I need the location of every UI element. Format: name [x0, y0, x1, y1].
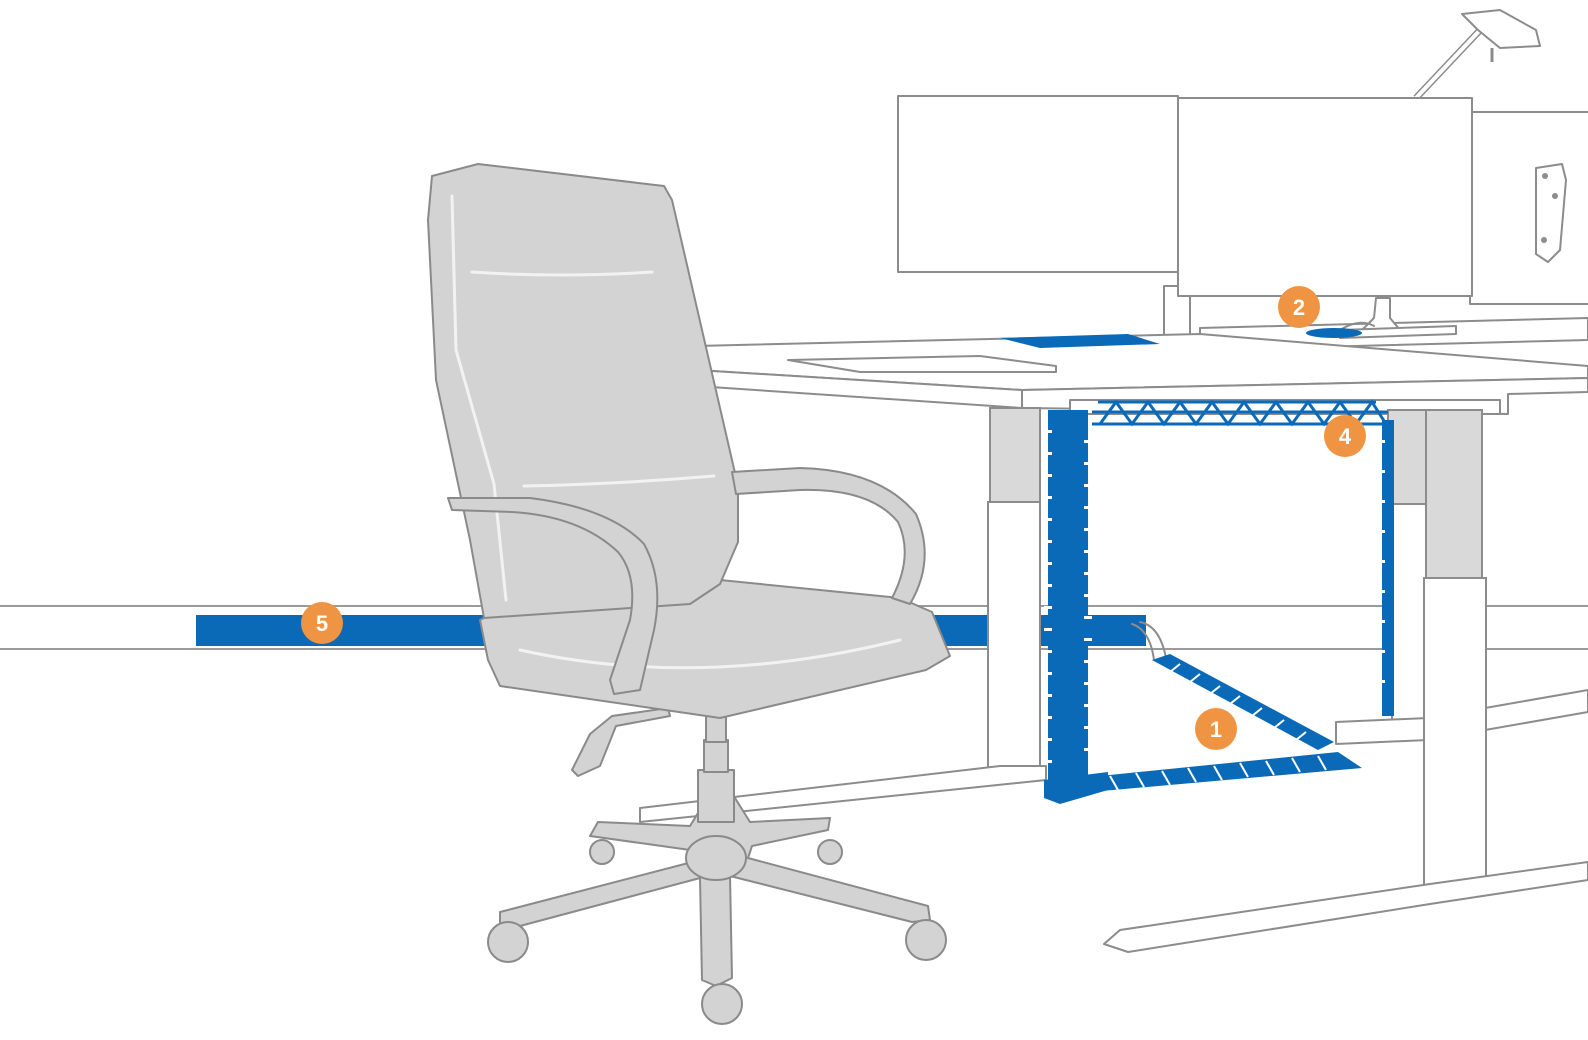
svg-text:1: 1 — [1210, 717, 1222, 742]
floor-cable-channel-icon — [1080, 622, 1362, 792]
cable-grommet-icon — [1306, 328, 1362, 338]
badge-5: 5 — [301, 602, 343, 644]
desk-lamp-icon — [1416, 10, 1540, 98]
svg-text:2: 2 — [1293, 295, 1305, 320]
svg-text:4: 4 — [1339, 424, 1352, 449]
badge-1: 1 — [1195, 708, 1237, 750]
badge-2: 2 — [1278, 286, 1320, 328]
desk-leg-right-icon — [1104, 410, 1588, 952]
office-chair-icon — [428, 164, 950, 1024]
monitor-icon — [898, 96, 1472, 356]
badge-4: 4 — [1324, 415, 1366, 457]
svg-text:5: 5 — [316, 611, 328, 636]
